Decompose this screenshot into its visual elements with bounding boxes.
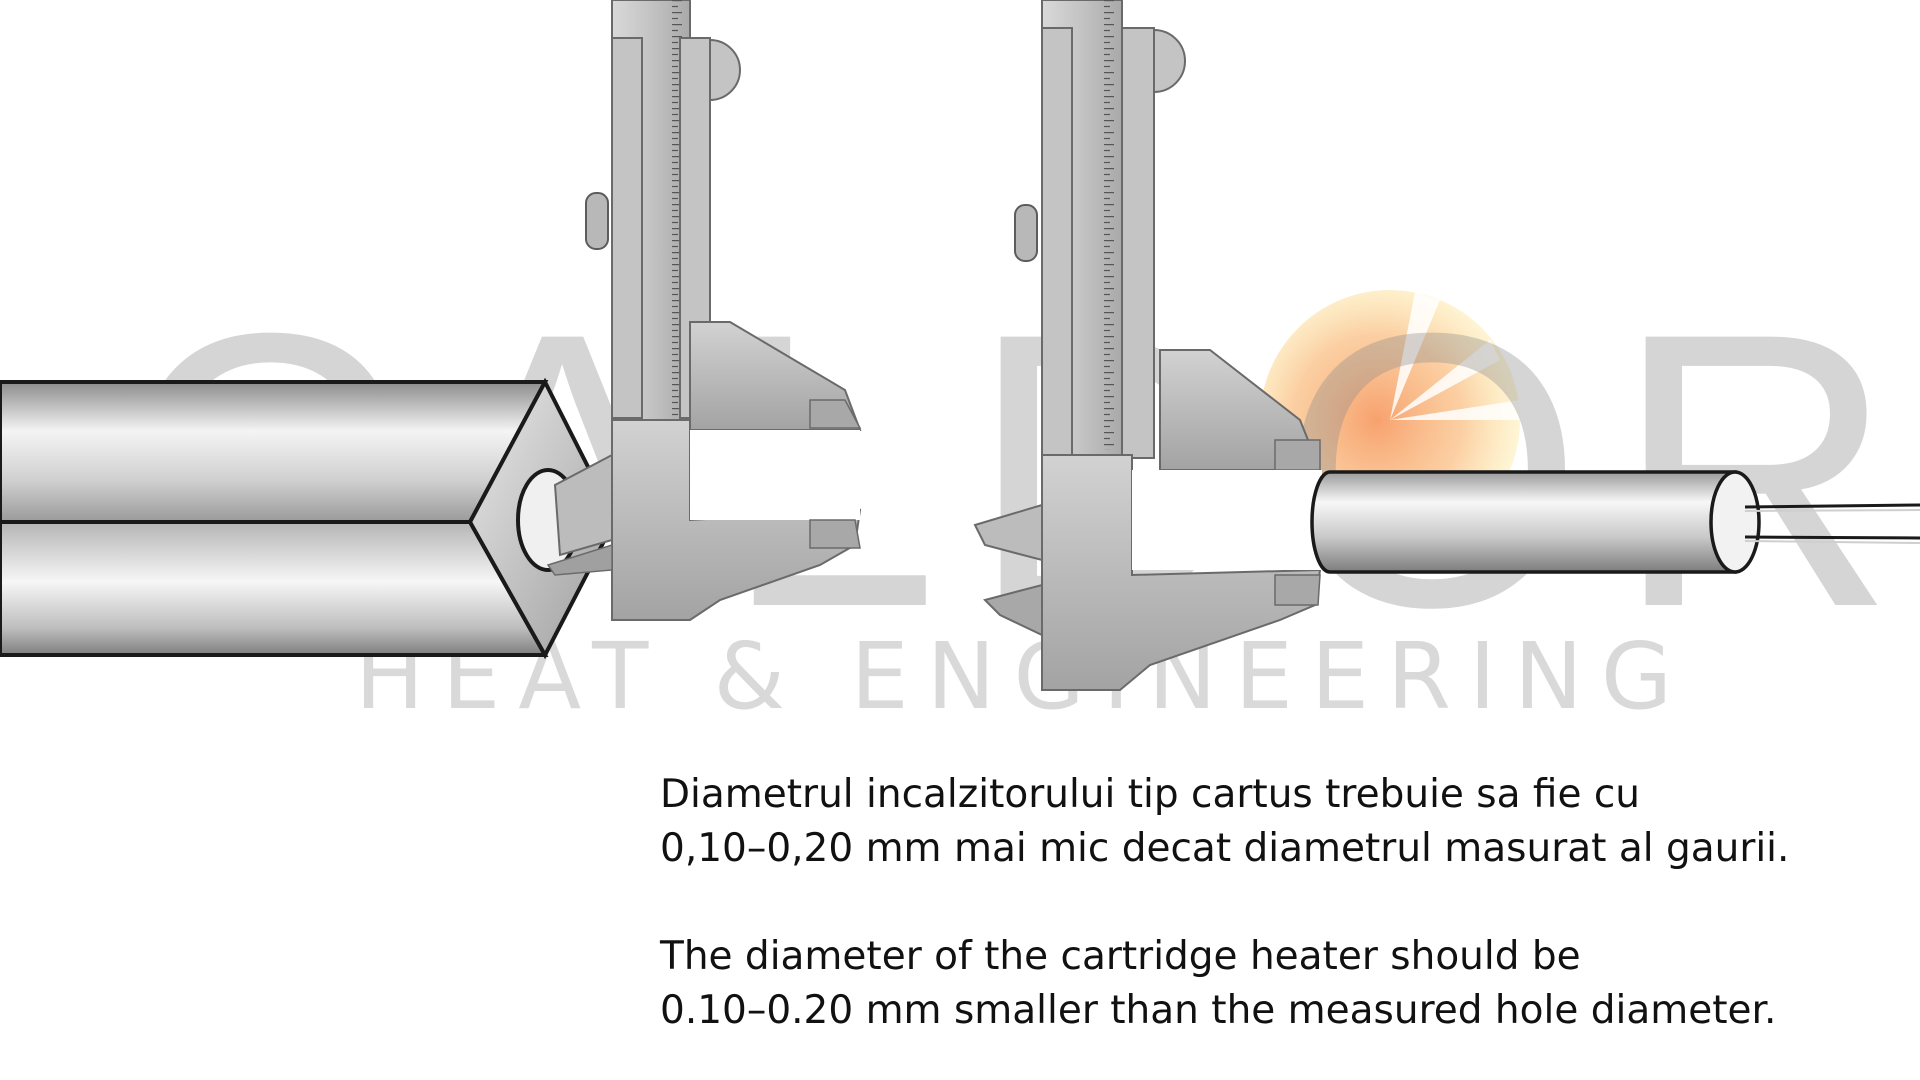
caption-english-line-1: The diameter of the cartridge heater sho… (660, 934, 1581, 979)
cartridge-heater (1310, 470, 1920, 574)
instruction-caption: Diametrul incalzitorului tip cartus treb… (660, 768, 1860, 1038)
metal-block (0, 377, 618, 660)
caliper-left (546, 0, 862, 621)
watermark-tagline: HEAT & ENGINEERING (355, 623, 1690, 730)
caption-romanian-line-1: Diametrul incalzitorului tip cartus treb… (660, 772, 1641, 817)
heater-lead-wire (1744, 503, 1920, 509)
caliper-right (973, 0, 1322, 691)
caption-romanian-line-2: 0,10–0,20 mm mai mic decat diametrul mas… (660, 826, 1790, 871)
heater-lead-wire (1744, 535, 1920, 540)
caption-english-line-2: 0.10–0.20 mm smaller than the measured h… (660, 988, 1777, 1033)
